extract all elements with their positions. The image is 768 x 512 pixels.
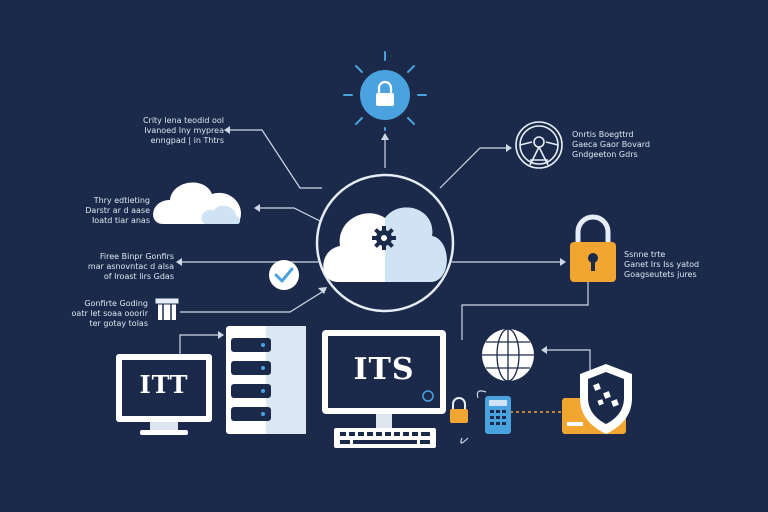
package-icon bbox=[154, 297, 180, 320]
lock-badge-icon bbox=[343, 51, 427, 131]
arrow-globe bbox=[541, 346, 547, 354]
label-cloud-left: Thry edtieting Darstr ar d aase Ioatd ti… bbox=[85, 196, 150, 225]
phone-connector bbox=[476, 390, 487, 399]
center-monitor-text: ITS bbox=[353, 352, 415, 387]
connector-cloud-left bbox=[258, 207, 323, 223]
monitor-left bbox=[116, 354, 212, 435]
connector-left-monitor bbox=[179, 334, 220, 355]
label-top-right: Onrtis Boegttrd Gaeca Gaor Bovard Gndgee… bbox=[572, 130, 650, 159]
connector-lines bbox=[179, 129, 591, 444]
check-circle-icon bbox=[269, 260, 299, 290]
arrow-lock-right bbox=[560, 258, 566, 266]
padlock-icon-large bbox=[570, 214, 616, 282]
arrow-top-right bbox=[506, 144, 512, 152]
keyboard bbox=[334, 428, 436, 448]
cloud-icon-left bbox=[153, 182, 242, 224]
padlock-icon-small bbox=[450, 397, 468, 423]
arrow-check-left bbox=[176, 258, 182, 266]
connector-top-left bbox=[228, 129, 322, 189]
wheel-icon bbox=[515, 121, 563, 169]
arrow-top-left bbox=[224, 126, 230, 134]
arrow-left-monitor bbox=[218, 331, 224, 339]
connector-top-right bbox=[439, 147, 508, 189]
monitor-center bbox=[322, 330, 446, 428]
arrow-top-lock bbox=[381, 133, 389, 140]
connector-padlock-small bbox=[460, 437, 469, 444]
label-check-left: Firee Binpr Gonfirs mar asnovntac d alsa… bbox=[87, 252, 174, 281]
connector-box-left bbox=[180, 291, 323, 313]
arrowheads bbox=[176, 126, 566, 354]
label-top-left: Crity lena teodid ool Ivanoed Iny myprea… bbox=[142, 116, 224, 145]
shield-card-icon bbox=[562, 364, 632, 434]
arrow-box-left bbox=[318, 287, 327, 294]
central-cloud-hub bbox=[315, 173, 455, 313]
label-lock-right: Ssnne trte Ganet Irs Iss yatod Goagseute… bbox=[624, 250, 700, 279]
connector-center-lock bbox=[461, 282, 589, 340]
connector-globe-shield bbox=[545, 349, 591, 375]
globe-icon bbox=[482, 328, 534, 382]
server-tower bbox=[226, 326, 306, 434]
label-box-left: Gonfirte Goding oatr let soaa ooorir ter… bbox=[71, 299, 148, 328]
phone-keypad-icon bbox=[485, 396, 511, 434]
left-monitor-text: ITT bbox=[139, 370, 189, 399]
arrow-cloud-left bbox=[254, 204, 260, 212]
